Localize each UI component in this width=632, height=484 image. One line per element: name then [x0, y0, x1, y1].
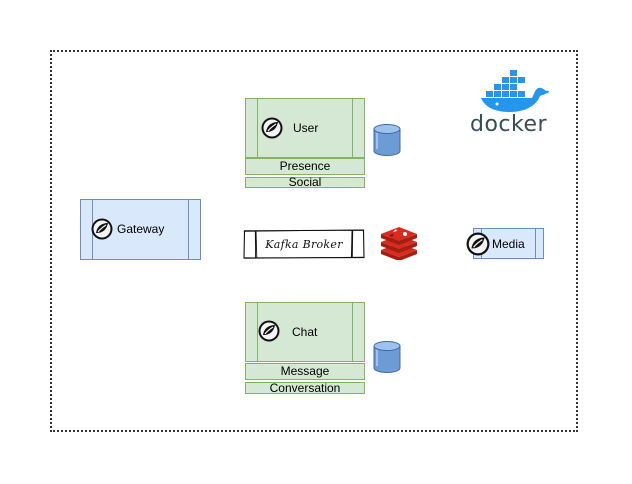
database-icon: [373, 341, 401, 373]
process-inner-border: [257, 99, 353, 157]
chat-service-label: Chat: [292, 325, 318, 339]
user-service-label: User: [293, 121, 319, 135]
process-inner-border: [257, 303, 353, 361]
conversation-module[interactable]: Conversation: [245, 382, 365, 394]
kafka-broker-box[interactable]: Kafka Broker: [243, 229, 365, 259]
spring-icon: [466, 232, 490, 256]
docker-whale-icon: [481, 70, 549, 112]
message-module[interactable]: Message: [245, 363, 365, 380]
user-service-box[interactable]: User: [245, 98, 365, 158]
chat-service-box[interactable]: Chat: [245, 302, 365, 362]
spring-icon: [258, 320, 280, 342]
spring-icon: [261, 117, 283, 139]
database-icon: [373, 124, 401, 156]
social-module[interactable]: Social: [245, 176, 365, 188]
gateway-box[interactable]: Gateway: [80, 199, 201, 260]
kafka-broker-label: Kafka Broker: [265, 237, 343, 251]
gateway-label: Gateway: [117, 222, 165, 236]
media-label: Media: [492, 237, 525, 251]
redis-icon: [381, 227, 417, 260]
spring-icon: [91, 218, 113, 240]
kafka-broker-outline: [243, 229, 365, 259]
media-box[interactable]: Media: [466, 228, 544, 259]
deployment-boundary: [50, 50, 578, 432]
docker-label: docker: [470, 112, 548, 137]
presence-module[interactable]: Presence: [245, 158, 365, 175]
